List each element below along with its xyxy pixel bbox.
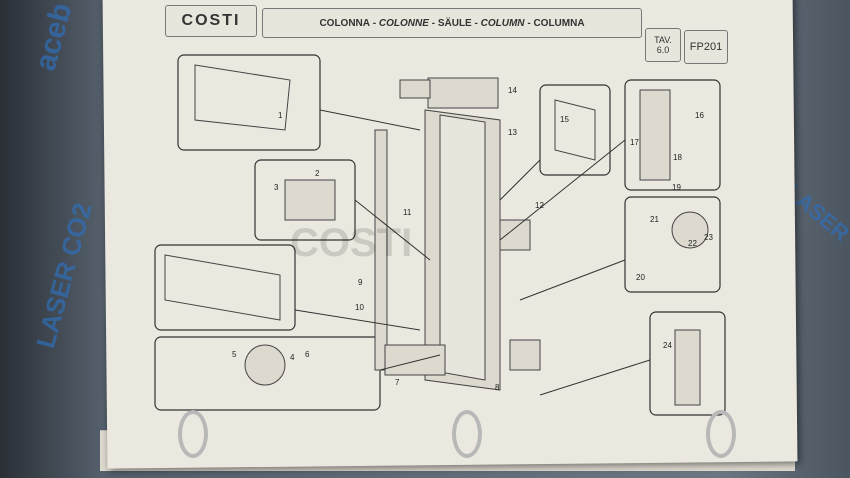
tav-label: TAV. (654, 35, 672, 45)
callout: 8 (495, 383, 500, 392)
drawing-code: FP201 (684, 30, 728, 64)
detail-box-angle-bracket (539, 84, 611, 176)
title-fr: COLONNE (378, 17, 429, 29)
sep: - (474, 17, 478, 29)
callout: 5 (232, 350, 237, 359)
column-assembly (164, 64, 709, 406)
callout: 7 (395, 378, 400, 387)
callout: 23 (704, 233, 713, 242)
detail-box-wheel-bottom (649, 311, 726, 416)
watermark: COSTI (290, 221, 412, 265)
table-number: TAV. 6.0 (645, 28, 681, 62)
title-en: COLUMN (480, 17, 525, 29)
callout: 6 (305, 350, 310, 359)
part-callouts: 1 2 3 4 5 6 7 8 9 10 11 12 13 14 15 16 1… (232, 86, 713, 392)
callout: 18 (673, 153, 682, 162)
detail-box-roller (154, 336, 381, 411)
callout: 15 (560, 115, 569, 124)
detail-box-wheel-top (624, 79, 721, 191)
callout: 19 (672, 183, 681, 192)
sep: - (372, 17, 377, 29)
callout: 3 (274, 183, 279, 192)
logo: COSTI (165, 5, 257, 37)
callout: 11 (403, 208, 412, 217)
leader-lines (294, 109, 651, 396)
binder-ring (706, 410, 736, 458)
callout: 4 (290, 353, 295, 362)
title-de: SÄULE (437, 17, 472, 29)
callout: 20 (636, 273, 645, 282)
title-it: COLONNA (319, 17, 371, 29)
detail-box-profile (154, 244, 296, 331)
callout: 24 (663, 341, 672, 350)
binder-ring (452, 410, 482, 458)
detail-box-wheel-mid (624, 196, 721, 293)
page-title: COLONNA - COLONNE - SÄULE - COLUMN - COL… (262, 8, 642, 38)
tav-value: 6.0 (656, 45, 670, 55)
callout: 9 (358, 278, 363, 287)
sep: - (431, 17, 436, 29)
callout: 10 (355, 303, 364, 312)
callout: 22 (688, 239, 697, 248)
callout: 17 (630, 138, 639, 147)
binder-ring (178, 410, 208, 458)
callout: 16 (695, 111, 704, 120)
callout: 12 (535, 201, 544, 210)
callout: 2 (315, 169, 320, 178)
callout: 13 (508, 128, 517, 137)
callout: 1 (278, 111, 283, 120)
callout: 14 (508, 86, 517, 95)
sep: - (527, 17, 531, 29)
title-es: COLUMNA (533, 17, 585, 29)
detail-box-bracket (177, 54, 321, 151)
callout: 21 (650, 215, 659, 224)
